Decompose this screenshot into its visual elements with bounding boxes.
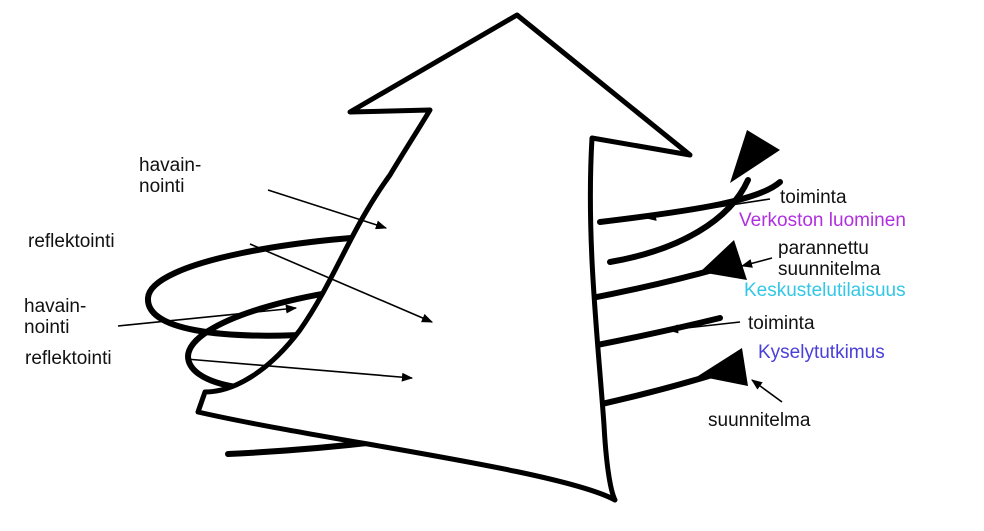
leader-parannettu [742, 258, 772, 266]
label-kyselytutkimus: Kyselytutkimus [758, 342, 885, 363]
label-parannettu-suunnitelma: parannettu suunnitelma [778, 238, 880, 280]
label-toiminta-1: toiminta [780, 187, 847, 208]
label-toiminta-2: toiminta [748, 313, 815, 334]
label-havainnointi-1: havain- nointi [139, 155, 201, 197]
label-reflektointi-1: reflektointi [28, 231, 115, 252]
label-suunnitelma: suunnitelma [708, 410, 810, 431]
spiral-arrowhead-top [730, 130, 780, 183]
label-havainnointi-2: havain- nointi [24, 296, 86, 338]
leader-havainnointi-2 [118, 308, 296, 326]
label-keskustelutilaisuus: Keskustelutilaisuus [744, 280, 906, 301]
label-verkoston-luominen: Verkoston luominen [739, 210, 906, 231]
big-up-arrow [198, 15, 690, 500]
spiral-arrowhead-bottom [698, 348, 748, 386]
label-reflektointi-2: reflektointi [25, 348, 112, 369]
leader-suunnitelma [752, 380, 782, 402]
